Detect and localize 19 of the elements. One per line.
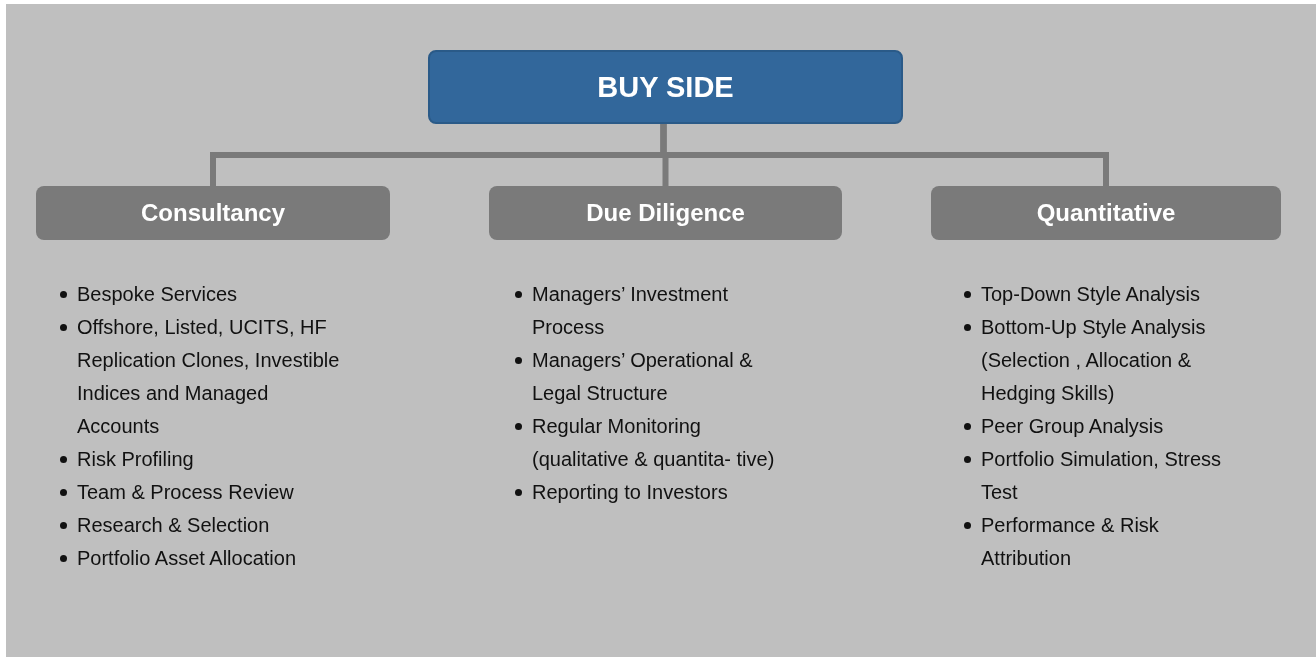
root-box: BUY SIDE [428,50,903,124]
bullet-item: Performance & Risk Attribution [981,513,1160,571]
bullet-item: Managers’ Investment Process [532,282,729,340]
bullet-item: Team & Process Review [77,480,295,505]
bullet-item: Offshore, Listed, UCITS, HF Replication Clones, Investible Indices and Managed Accounts [77,315,341,439]
bullet-item: Portfolio Asset Allocation [77,546,297,571]
category-box: Consultancy [36,186,390,240]
bullet-item: Bottom-Up Style Analysis (Selection , Allocation & Hedging Skills) [981,315,1207,406]
bullet-item: Research & Selection [77,513,271,538]
category-box: Due Diligence [489,186,842,240]
category-box: Quantitative [931,186,1281,240]
bullet-item: Regular Monitoring (qualitative & quantita- tive) [532,414,776,472]
bullet-item: Managers’ Operational & Legal Structure [532,348,754,406]
bullet-item: Portfolio Simulation, Stress Test [981,447,1223,505]
bullet-item: Peer Group Analysis [981,414,1165,439]
bullet-item: Reporting to Investors [532,480,729,505]
bullet-item: Bespoke Services [77,282,239,307]
bullet-item: Top-Down Style Analysis [981,282,1201,307]
bullet-item: Risk Profiling [77,447,195,472]
